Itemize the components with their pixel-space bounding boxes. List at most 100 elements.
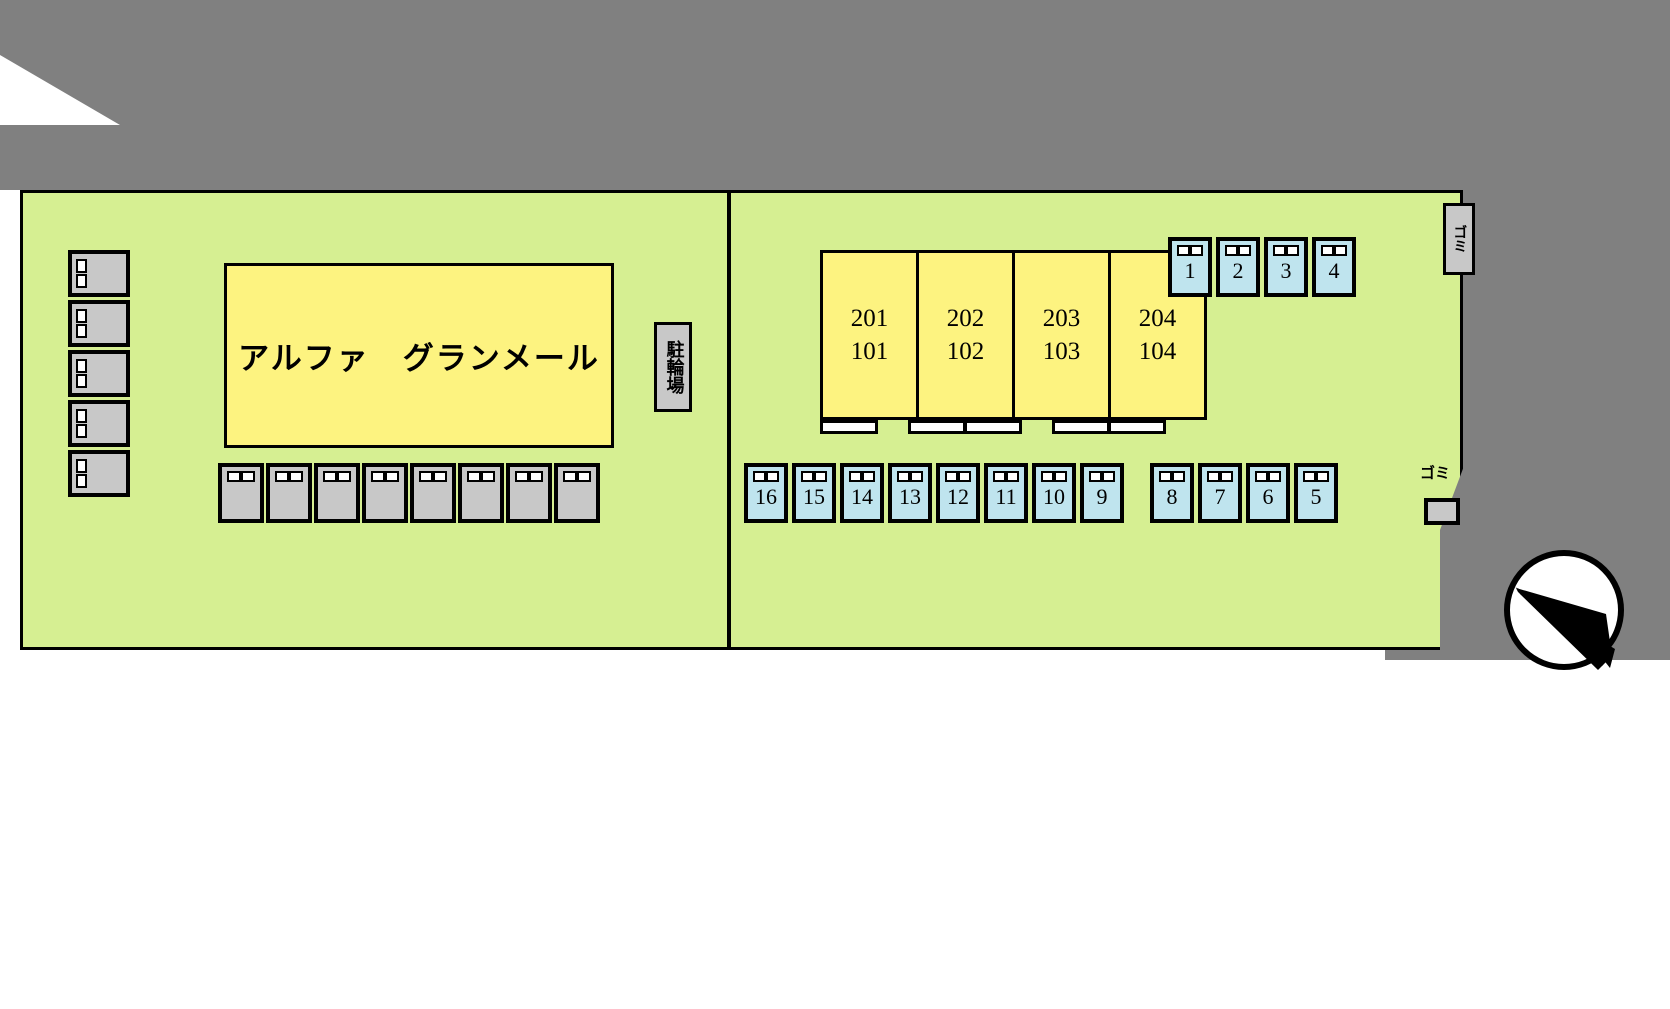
stall-marker-icon bbox=[957, 471, 971, 482]
parking-stall-14[interactable]: 14 bbox=[840, 463, 884, 523]
stall-marker-icon bbox=[240, 471, 255, 482]
parking-stall-9[interactable]: 9 bbox=[1080, 463, 1124, 523]
stall-marker-icon bbox=[1315, 471, 1329, 482]
bicycle-parking-label: 駐輪場 bbox=[663, 340, 685, 394]
stall-marker-icon bbox=[76, 409, 87, 424]
stall-marker-icon bbox=[563, 471, 578, 482]
stall-west-row[interactable] bbox=[266, 463, 312, 523]
stall-marker-icon bbox=[1255, 471, 1269, 482]
stall-marker-icon bbox=[1333, 245, 1347, 256]
unit-number-lower-floor: 102 bbox=[946, 338, 985, 365]
parking-stall-number: 13 bbox=[899, 484, 921, 509]
stall-marker-icon bbox=[993, 471, 1007, 482]
unit-number-lower-floor: 103 bbox=[1042, 338, 1081, 365]
stall-marker-icon bbox=[1189, 245, 1203, 256]
parking-stall-7[interactable]: 7 bbox=[1198, 463, 1242, 523]
parking-stall-3[interactable]: 3 bbox=[1264, 237, 1308, 297]
stall-marker-icon bbox=[1237, 245, 1251, 256]
parking-stall-1[interactable]: 1 bbox=[1168, 237, 1212, 297]
stall-marker-icon bbox=[1273, 245, 1287, 256]
stall-west-column[interactable] bbox=[68, 350, 130, 397]
parking-stall-number: 2 bbox=[1232, 258, 1244, 283]
parking-stall-13[interactable]: 13 bbox=[888, 463, 932, 523]
stall-west-column[interactable] bbox=[68, 300, 130, 347]
stall-marker-icon bbox=[1303, 471, 1317, 482]
stall-marker-icon bbox=[1101, 471, 1115, 482]
stall-marker-icon bbox=[1171, 471, 1185, 482]
stall-marker-icon bbox=[909, 471, 923, 482]
parking-stall-15[interactable]: 15 bbox=[792, 463, 836, 523]
stall-marker-icon bbox=[76, 309, 87, 324]
stall-west-column[interactable] bbox=[68, 250, 130, 297]
stall-west-row[interactable] bbox=[362, 463, 408, 523]
stall-marker-icon bbox=[849, 471, 863, 482]
stall-marker-icon bbox=[765, 471, 779, 482]
stall-west-row[interactable] bbox=[218, 463, 264, 523]
parking-stall-number: 14 bbox=[851, 484, 873, 509]
stall-marker-icon bbox=[1053, 471, 1067, 482]
parking-stall-number: 8 bbox=[1166, 484, 1178, 509]
parking-stall-number: 6 bbox=[1262, 484, 1274, 509]
unit-number-lower-floor: 101 bbox=[850, 338, 889, 365]
building-name-label: アルファ グランメール bbox=[238, 341, 600, 377]
compass-rose bbox=[1502, 548, 1626, 672]
stall-west-column[interactable] bbox=[68, 400, 130, 447]
parking-stall-number: 1 bbox=[1184, 258, 1196, 283]
stall-marker-icon bbox=[227, 471, 242, 482]
stall-west-row[interactable] bbox=[506, 463, 552, 523]
unit-entrance-marker bbox=[908, 420, 966, 434]
trash-enclosure-south bbox=[1424, 498, 1460, 525]
stall-marker-icon bbox=[1005, 471, 1019, 482]
stall-marker-icon bbox=[432, 471, 447, 482]
stall-marker-icon bbox=[515, 471, 530, 482]
stall-marker-icon bbox=[945, 471, 959, 482]
stall-marker-icon bbox=[419, 471, 434, 482]
stall-marker-icon bbox=[76, 423, 87, 438]
stall-marker-icon bbox=[1225, 245, 1239, 256]
unit-entrance-marker bbox=[820, 420, 878, 434]
stall-west-row[interactable] bbox=[410, 463, 456, 523]
stall-marker-icon bbox=[76, 323, 87, 338]
parking-stall-11[interactable]: 11 bbox=[984, 463, 1028, 523]
parking-stall-16[interactable]: 16 bbox=[744, 463, 788, 523]
parking-stall-6[interactable]: 6 bbox=[1246, 463, 1290, 523]
stall-marker-icon bbox=[1285, 245, 1299, 256]
stall-west-row[interactable] bbox=[314, 463, 360, 523]
stall-marker-icon bbox=[275, 471, 290, 482]
stall-marker-icon bbox=[1207, 471, 1221, 482]
stall-marker-icon bbox=[528, 471, 543, 482]
building-footprint-main: アルファ グランメール bbox=[224, 263, 614, 448]
stall-marker-icon bbox=[76, 473, 87, 488]
stall-marker-icon bbox=[384, 471, 399, 482]
parking-stall-2[interactable]: 2 bbox=[1216, 237, 1260, 297]
stall-marker-icon bbox=[76, 459, 87, 474]
parking-stall-8[interactable]: 8 bbox=[1150, 463, 1194, 523]
stall-marker-icon bbox=[1041, 471, 1055, 482]
parking-stall-4[interactable]: 4 bbox=[1312, 237, 1356, 297]
stall-west-column[interactable] bbox=[68, 450, 130, 497]
stall-marker-icon bbox=[1267, 471, 1281, 482]
parking-stall-number: 7 bbox=[1214, 484, 1226, 509]
parking-stall-10[interactable]: 10 bbox=[1032, 463, 1076, 523]
parking-stall-5[interactable]: 5 bbox=[1294, 463, 1338, 523]
stall-west-row[interactable] bbox=[554, 463, 600, 523]
unit-number-upper-floor: 204 bbox=[1138, 304, 1177, 332]
parking-stall-number: 15 bbox=[803, 484, 825, 509]
stall-marker-icon bbox=[467, 471, 482, 482]
stall-marker-icon bbox=[861, 471, 875, 482]
parking-stall-number: 4 bbox=[1328, 258, 1340, 283]
parking-stall-number: 9 bbox=[1096, 484, 1108, 509]
unit-number-upper-floor: 203 bbox=[1042, 304, 1081, 332]
parking-stall-number: 12 bbox=[947, 484, 969, 509]
bicycle-parking-area: 駐輪場 bbox=[654, 322, 692, 412]
stall-marker-icon bbox=[1177, 245, 1191, 256]
parking-stall-12[interactable]: 12 bbox=[936, 463, 980, 523]
stall-marker-icon bbox=[1159, 471, 1173, 482]
trash-label-south: ゴミ bbox=[1420, 464, 1451, 482]
stall-west-row[interactable] bbox=[458, 463, 504, 523]
